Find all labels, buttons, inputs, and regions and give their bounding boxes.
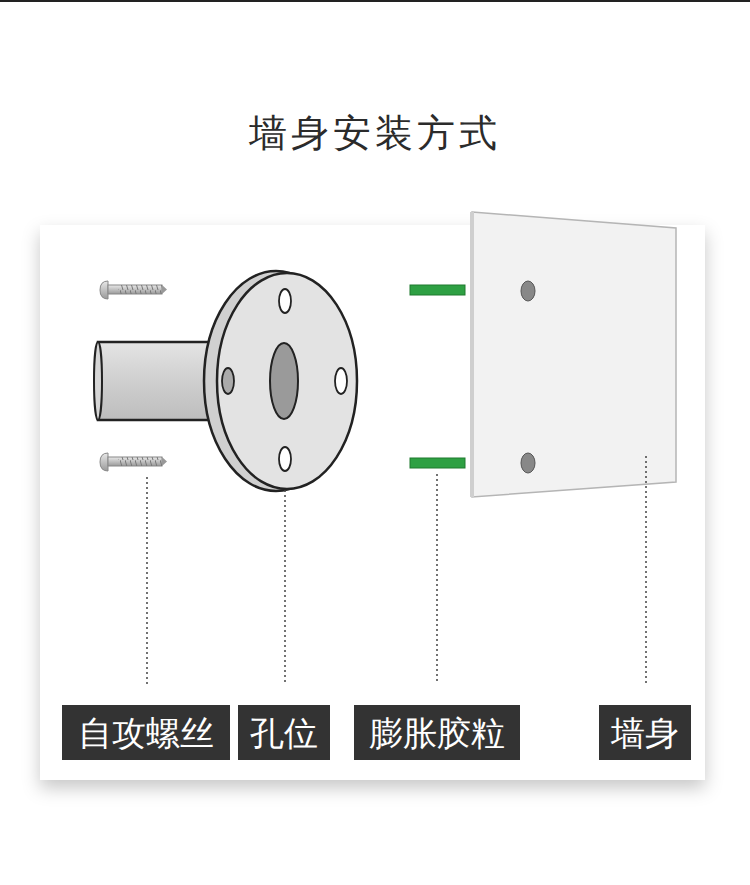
diagram-title: 墙身安装方式 bbox=[0, 108, 750, 159]
screw bbox=[100, 453, 167, 471]
label-box: 孔位 bbox=[238, 705, 330, 760]
label-text: 孔位 bbox=[250, 716, 318, 750]
label-text: 膨胀胶粒 bbox=[369, 716, 505, 750]
expansion-anchor bbox=[410, 458, 465, 468]
label-text: 墙身 bbox=[611, 716, 679, 750]
label-box: 膨胀胶粒 bbox=[354, 705, 520, 760]
flange-pipe bbox=[94, 271, 357, 491]
expansion-anchor bbox=[410, 285, 465, 295]
leader-line bbox=[147, 456, 646, 684]
screw bbox=[100, 281, 167, 299]
wall-panel bbox=[472, 212, 676, 497]
label-box: 自攻螺丝 bbox=[62, 705, 230, 760]
top-rule bbox=[0, 0, 750, 2]
label-text: 自攻螺丝 bbox=[78, 716, 214, 750]
label-box: 墙身 bbox=[599, 705, 691, 760]
